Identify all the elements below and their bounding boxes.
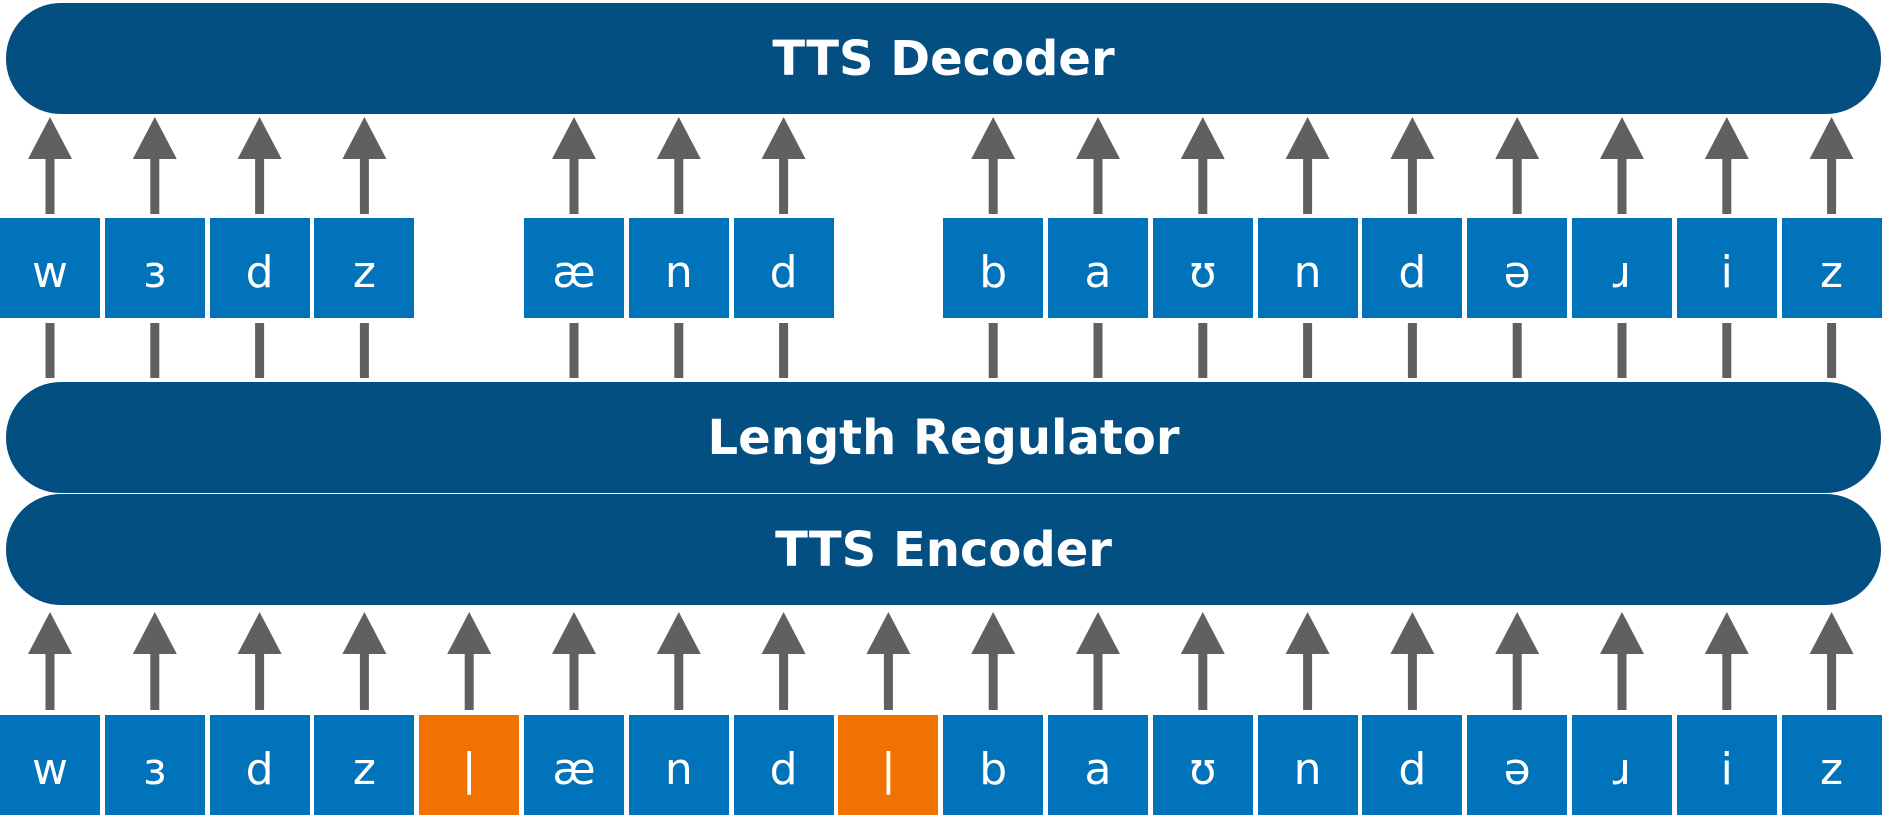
decoder-input-arrow — [1704, 117, 1749, 214]
length-regulator-label: Length Regulator — [707, 409, 1180, 466]
encoder-input-arrow — [342, 612, 387, 710]
tts-decoder-label: TTS Decoder — [772, 30, 1115, 87]
decoder-input-arrow — [552, 117, 596, 214]
decoder-input-arrow — [1390, 117, 1435, 214]
regulated-phone-tile: b — [943, 218, 1044, 318]
regulated-phone-tile: i — [1676, 218, 1777, 318]
input-phone-tile: i — [1676, 715, 1777, 815]
tts-encoder-block: TTS Encoder — [6, 494, 1881, 605]
encoder-input-arrow — [1809, 612, 1854, 710]
input-separator-tile: | — [419, 715, 520, 815]
length-regulator-block: Length Regulator — [6, 382, 1881, 493]
encoder-input-arrow — [552, 612, 596, 710]
encoder-input-arrow — [1704, 612, 1749, 710]
input-phone-tile: n — [628, 715, 729, 815]
regulated-phone-tile: a — [1048, 218, 1148, 318]
regulated-phone-tile: ɜ — [104, 218, 205, 318]
decoder-input-arrow — [761, 117, 806, 214]
input-phone-tile: d — [209, 715, 310, 815]
encoder-input-arrow — [656, 612, 701, 710]
regulated-phone-tile: n — [628, 218, 729, 318]
decoder-input-arrow — [1180, 117, 1225, 214]
tts-encoder-label: TTS Encoder — [775, 521, 1112, 578]
input-phone-tile: a — [1048, 715, 1148, 815]
input-phone-tile: ə — [1467, 715, 1568, 815]
decoder-input-arrow — [1809, 117, 1854, 214]
encoder-input-arrow — [1495, 612, 1540, 710]
encoder-input-arrow — [1390, 612, 1435, 710]
regulated-phone-tile: ə — [1467, 218, 1568, 318]
decoder-input-arrow — [1285, 117, 1330, 214]
regulated-phone-tile: z — [314, 218, 415, 318]
regulated-phone-tile: d — [1362, 218, 1463, 318]
input-phone-tile: ʊ — [1152, 715, 1253, 815]
input-phone-tile: ɹ — [1572, 715, 1672, 815]
encoder-input-arrow — [1180, 612, 1225, 710]
regulated-phone-tile: w — [0, 218, 100, 318]
encoder-input-arrow — [1076, 612, 1120, 710]
decoder-input-arrow — [237, 117, 282, 214]
regulated-phone-tile: z — [1781, 218, 1882, 318]
decoder-input-arrow — [1600, 117, 1644, 214]
encoder-input-arrow — [447, 612, 492, 710]
input-phone-tile: z — [1781, 715, 1882, 815]
encoder-input-arrow — [761, 612, 806, 710]
input-phone-tile: b — [943, 715, 1044, 815]
encoder-input-arrow — [28, 612, 72, 710]
decoder-input-arrow — [342, 117, 387, 214]
input-phone-tile: w — [0, 715, 100, 815]
regulated-phone-tile: d — [209, 218, 310, 318]
decoder-input-arrow — [28, 117, 72, 214]
decoder-input-arrow — [1076, 117, 1120, 214]
decoder-input-arrow — [656, 117, 701, 214]
encoder-input-arrow — [132, 612, 177, 710]
encoder-input-arrow — [1600, 612, 1644, 710]
input-phone-tile: d — [733, 715, 834, 815]
regulated-phone-tile: ʊ — [1152, 218, 1253, 318]
input-phone-tile: n — [1257, 715, 1358, 815]
input-phone-tile: ɜ — [104, 715, 205, 815]
regulated-phone-tile: ɹ — [1572, 218, 1672, 318]
tts-decoder-block: TTS Decoder — [6, 3, 1881, 114]
input-separator-tile: | — [838, 715, 939, 815]
encoder-input-arrow — [237, 612, 282, 710]
regulated-phone-tile: d — [733, 218, 834, 318]
encoder-input-arrow — [971, 612, 1016, 710]
decoder-input-arrow — [132, 117, 177, 214]
input-phone-tile: d — [1362, 715, 1463, 815]
decoder-input-arrow — [971, 117, 1016, 214]
input-phone-tile: æ — [524, 715, 624, 815]
regulated-phone-tile: æ — [524, 218, 624, 318]
input-phone-tile: z — [314, 715, 415, 815]
decoder-input-arrow — [1495, 117, 1540, 214]
regulated-phone-tile: n — [1257, 218, 1358, 318]
encoder-input-arrow — [866, 612, 911, 710]
encoder-input-arrow — [1285, 612, 1330, 710]
